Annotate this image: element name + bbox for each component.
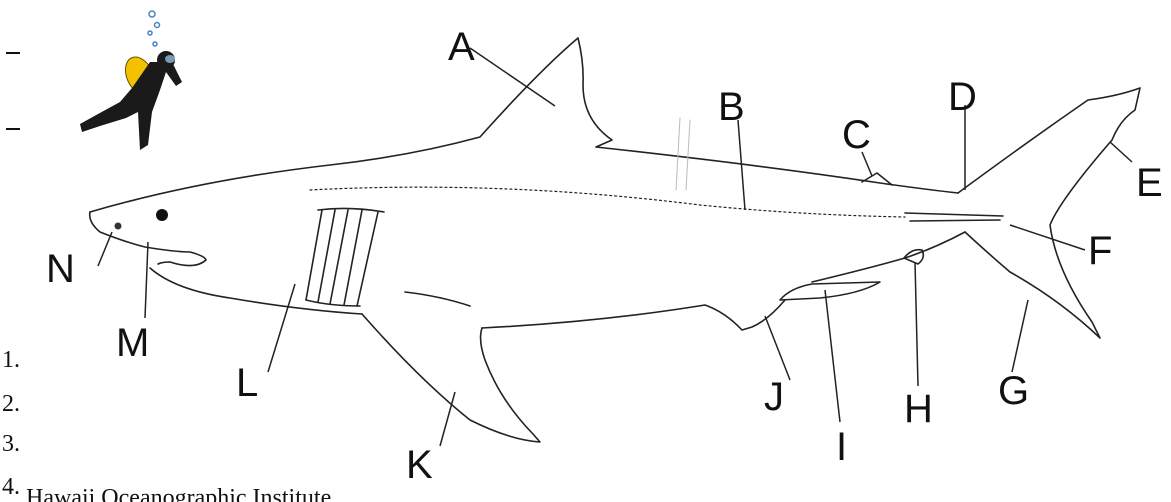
label-j: J bbox=[764, 375, 784, 419]
label-m: M bbox=[116, 321, 149, 365]
upper-caudal-lobe bbox=[958, 88, 1140, 338]
label-l: L bbox=[236, 361, 258, 405]
label-i: I bbox=[836, 425, 847, 469]
caudal-keel bbox=[905, 213, 1003, 221]
label-g: G bbox=[998, 369, 1029, 413]
anal-fin bbox=[780, 282, 880, 300]
pectoral-fin bbox=[362, 314, 540, 442]
lower-body bbox=[482, 300, 785, 330]
label-n: N bbox=[46, 247, 75, 291]
shark-nostril bbox=[115, 223, 122, 230]
list-number-3: 3. bbox=[2, 432, 20, 456]
shark-eye bbox=[156, 209, 168, 221]
label-b: B bbox=[718, 85, 745, 129]
footer-caption: Hawaii Oceanographic Institute bbox=[26, 485, 331, 502]
list-number-2: 2. bbox=[2, 392, 20, 416]
scuba-diver-icon bbox=[80, 11, 182, 150]
label-c: C bbox=[842, 113, 871, 157]
list-number-4: 4. bbox=[2, 474, 20, 500]
label-k: K bbox=[406, 443, 433, 487]
lateral-line bbox=[310, 187, 905, 217]
part-labels: A B C D E F G H I J K L M N bbox=[46, 25, 1163, 487]
label-f: F bbox=[1088, 229, 1112, 273]
label-h: H bbox=[904, 387, 933, 431]
list-number-1: 1. bbox=[2, 348, 20, 372]
lower-caudal-peduncle bbox=[812, 232, 965, 282]
footer-line: 4. Hawaii Oceanographic Institute bbox=[2, 474, 331, 502]
label-d: D bbox=[948, 75, 977, 119]
gill-slits bbox=[306, 210, 378, 306]
shark-back-and-dorsal-fin bbox=[90, 38, 958, 212]
label-e: E bbox=[1136, 161, 1163, 205]
shark-belly bbox=[150, 268, 362, 314]
label-a: A bbox=[448, 25, 475, 69]
